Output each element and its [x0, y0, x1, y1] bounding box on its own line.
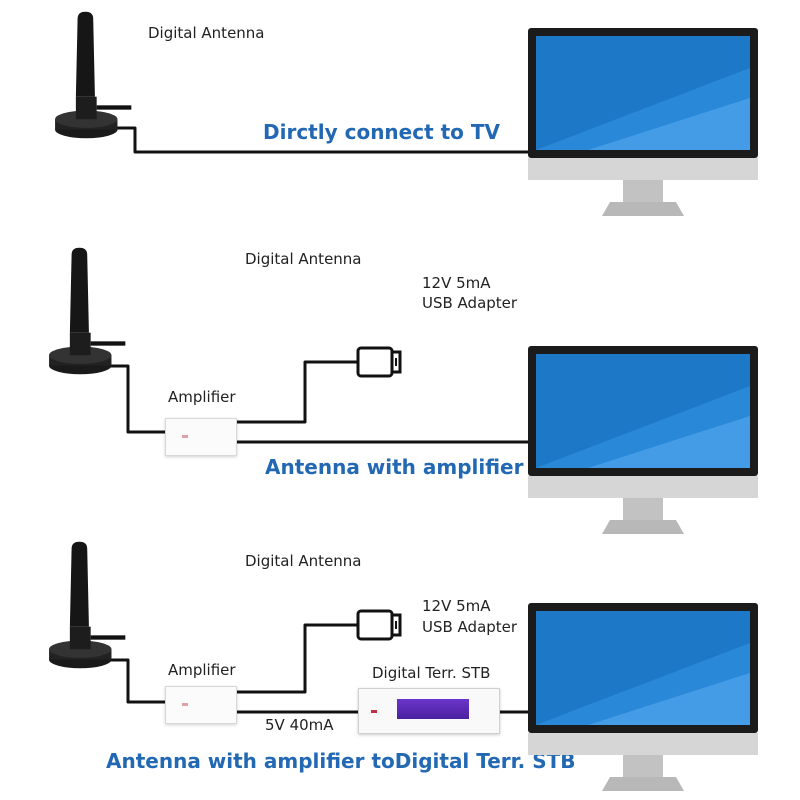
adapter-label: USB Adapter — [422, 618, 518, 636]
panel-title-stb: Antenna with amplifier toDigital Terr. S… — [106, 749, 576, 773]
adapter-power-label: 12V 5mA — [422, 274, 491, 292]
cable-antenna-to-amplifier — [108, 364, 165, 434]
amp-output-label: 5V 40mA — [265, 716, 334, 734]
amplifier-icon — [165, 686, 237, 724]
cable-antenna-to-tv — [112, 126, 535, 154]
adapter-label: USB Adapter — [422, 294, 518, 312]
monitor-icon — [528, 346, 758, 534]
cable-antenna-to-amplifier-3 — [108, 658, 165, 704]
cable-amplifier-to-usb-3 — [235, 623, 358, 694]
amplifier-icon — [165, 418, 237, 456]
monitor-icon — [528, 603, 758, 791]
stb-led — [371, 710, 377, 713]
stb-display — [397, 699, 469, 719]
antenna-label: Digital Antenna — [245, 250, 362, 268]
cable-amplifier-to-usb — [235, 360, 358, 424]
amplifier-label: Amplifier — [168, 661, 236, 679]
antenna-label: Digital Antenna — [148, 24, 265, 42]
amplifier-led — [182, 703, 188, 706]
amplifier-led — [182, 435, 188, 438]
amplifier-label: Amplifier — [168, 388, 236, 406]
usb-plug-icon — [356, 346, 402, 378]
antenna-icon — [49, 541, 126, 669]
monitor-icon — [528, 28, 758, 216]
antenna-icon — [55, 11, 132, 139]
panel-title-amplifier: Antenna with amplifier — [265, 455, 524, 479]
antenna-icon — [49, 247, 126, 375]
usb-plug-icon — [356, 609, 402, 641]
antenna-label: Digital Antenna — [245, 552, 362, 570]
adapter-power-label: 12V 5mA — [422, 597, 491, 615]
set-top-box-icon — [358, 688, 500, 734]
panel-title-direct: Dirctly connect to TV — [263, 120, 500, 144]
stb-label: Digital Terr. STB — [372, 664, 491, 682]
